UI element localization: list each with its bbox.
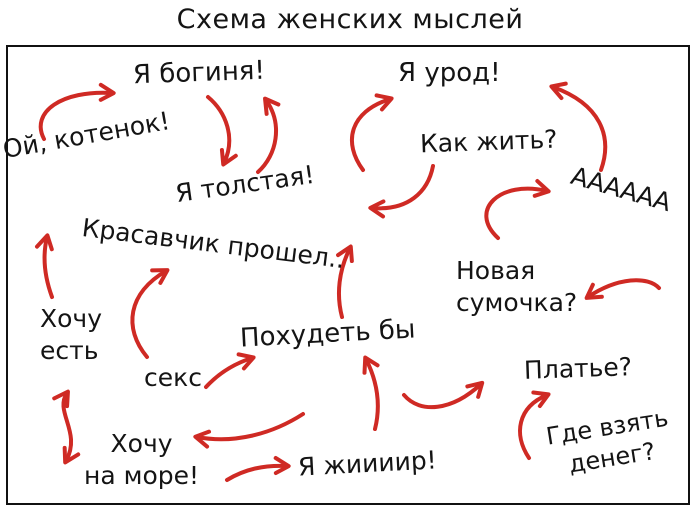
- node-new-bag: Новая сумочка?: [456, 256, 578, 317]
- node-dress: Платье?: [523, 352, 633, 385]
- node-want-eat: Хочу есть: [40, 304, 102, 365]
- node-sex: секс: [144, 363, 202, 392]
- node-sea: Хочу на море!: [84, 429, 200, 490]
- page-title: Схема женских мыслей: [176, 4, 524, 35]
- diagram-frame: [6, 45, 690, 505]
- node-goddess: Я богиня!: [132, 55, 266, 91]
- node-ugly: Я урод!: [398, 58, 501, 88]
- node-how-to-live: Как жить?: [419, 124, 558, 159]
